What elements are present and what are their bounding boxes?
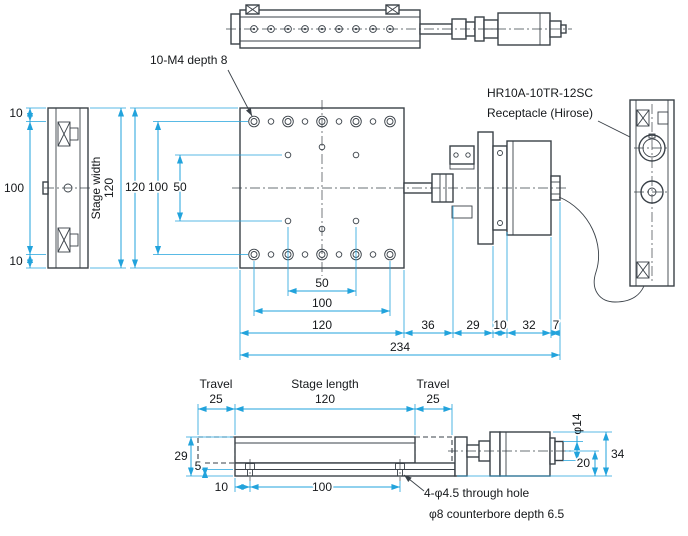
through-hole-leader xyxy=(403,474,425,492)
dim-hole-span-h: 100 xyxy=(312,296,332,310)
dimension-plan-vertical: 120 100 50 xyxy=(123,107,282,269)
travel-extent-right xyxy=(414,436,453,464)
dim-label-edge-top: 10 xyxy=(9,106,23,120)
dim-base-step-5: 5 xyxy=(195,459,202,473)
dimension-plan-horizontal: 50 100 120 36 29 10 32 7 234 xyxy=(239,202,561,360)
through-hole-note: 4-φ4.5 through hole xyxy=(424,486,530,500)
dim-seg-36: 36 xyxy=(421,318,435,332)
dim-label-span: 100 xyxy=(4,181,24,195)
m4-note-leader xyxy=(227,69,253,117)
stage-table xyxy=(234,436,416,464)
dim-hole-span-100: 100 xyxy=(312,480,332,494)
dim-seg-32: 32 xyxy=(522,318,536,332)
motor-assembly-front xyxy=(454,431,564,477)
plan-view xyxy=(232,100,645,303)
dim-hole-pitch-h: 50 xyxy=(315,276,329,290)
right-clamp-top xyxy=(636,109,669,127)
side-view-right xyxy=(629,99,675,287)
travel-left-label: Travel xyxy=(200,377,233,391)
dim-label-edge-bottom: 10 xyxy=(9,254,23,268)
dimension-side-view: 10 100 10 Stage width 120 xyxy=(2,104,126,270)
dim-hole-span-v: 100 xyxy=(148,180,168,194)
dim-seg-29: 29 xyxy=(466,318,480,332)
dim-hole-pitch-v: 50 xyxy=(173,180,187,194)
dimension-front-view: Travel 25 Stage length 120 Travel 25 29 … xyxy=(173,377,627,521)
dim-axis-height-20: 20 xyxy=(577,456,591,470)
m4-note-label: 10-M4 depth 8 xyxy=(150,53,228,67)
connector-model-label: HR10A-10TR-12SC xyxy=(487,86,593,100)
connector-cable xyxy=(558,196,645,303)
top-view xyxy=(226,4,572,49)
stage-width-label: Stage width xyxy=(89,157,103,220)
dim-total-height-34: 34 xyxy=(611,447,625,461)
stage-width-value: 120 xyxy=(102,178,116,198)
right-clamp-bottom xyxy=(636,261,650,279)
travel-right-label: Travel xyxy=(417,377,450,391)
annotations: 10-M4 depth 8 HR10A-10TR-12SC Receptacle… xyxy=(150,53,641,143)
dim-total-length: 234 xyxy=(390,340,410,354)
dim-hole-offset-10: 10 xyxy=(215,480,229,494)
dim-shaft-dia: φ14 xyxy=(570,413,584,434)
side-view-left xyxy=(42,107,92,269)
stage-length-label: Stage length xyxy=(291,377,358,391)
base-mount-holes xyxy=(245,459,405,481)
side-clamp-top xyxy=(57,121,79,147)
travel-right-value: 25 xyxy=(426,392,440,406)
clamp-tabs xyxy=(245,4,400,15)
stage-length-value: 120 xyxy=(315,392,335,406)
side-clamp-bottom xyxy=(57,227,79,253)
dim-height-29: 29 xyxy=(174,449,188,463)
connector-type-label: Receptacle (Hirose) xyxy=(487,106,593,120)
motor-assembly-plan xyxy=(403,131,645,303)
dim-plate-height: 120 xyxy=(125,180,145,194)
travel-left-value: 25 xyxy=(209,392,223,406)
travel-extent-left xyxy=(197,436,236,464)
dim-seg-10: 10 xyxy=(493,318,507,332)
counterbore-note: φ8 counterbore depth 6.5 xyxy=(429,507,565,521)
dim-plate-length: 120 xyxy=(312,318,332,332)
front-view xyxy=(197,431,572,481)
dim-seg-7: 7 xyxy=(553,318,560,332)
